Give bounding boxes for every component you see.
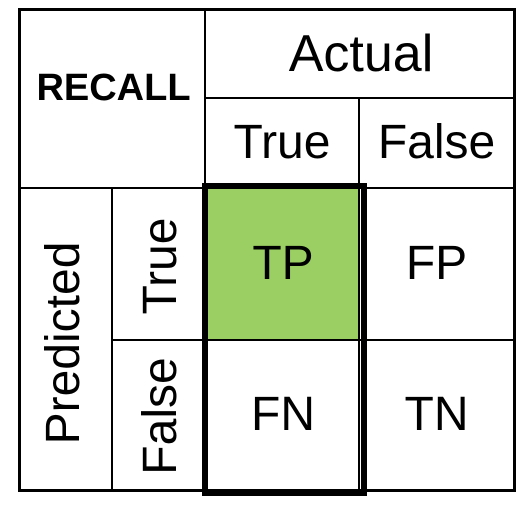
actual-false-header: False xyxy=(377,116,496,169)
outer-border-left xyxy=(18,8,21,492)
true-negative-cell: TN xyxy=(404,388,469,441)
data-column-divider xyxy=(358,187,360,491)
predicted-row-divider xyxy=(111,339,516,341)
actual-title: Actual xyxy=(288,25,434,83)
actual-title-divider xyxy=(204,97,516,99)
outer-border-right xyxy=(513,8,516,492)
actual-header-divider xyxy=(358,98,360,188)
false-negative-cell: FN xyxy=(251,388,315,441)
corner-label: RECALL xyxy=(36,67,191,109)
predicted-false-header: False xyxy=(134,357,187,475)
tp-cell-highlight xyxy=(206,188,359,340)
true-positive-cell: TP xyxy=(252,237,314,290)
actual-true-header: True xyxy=(233,116,331,169)
false-positive-cell: FP xyxy=(405,237,468,290)
outer-border-top xyxy=(18,8,516,11)
predicted-true-header: True xyxy=(134,217,187,315)
recall-column-frame xyxy=(202,183,367,496)
predicted-title: Predicted xyxy=(37,241,90,445)
